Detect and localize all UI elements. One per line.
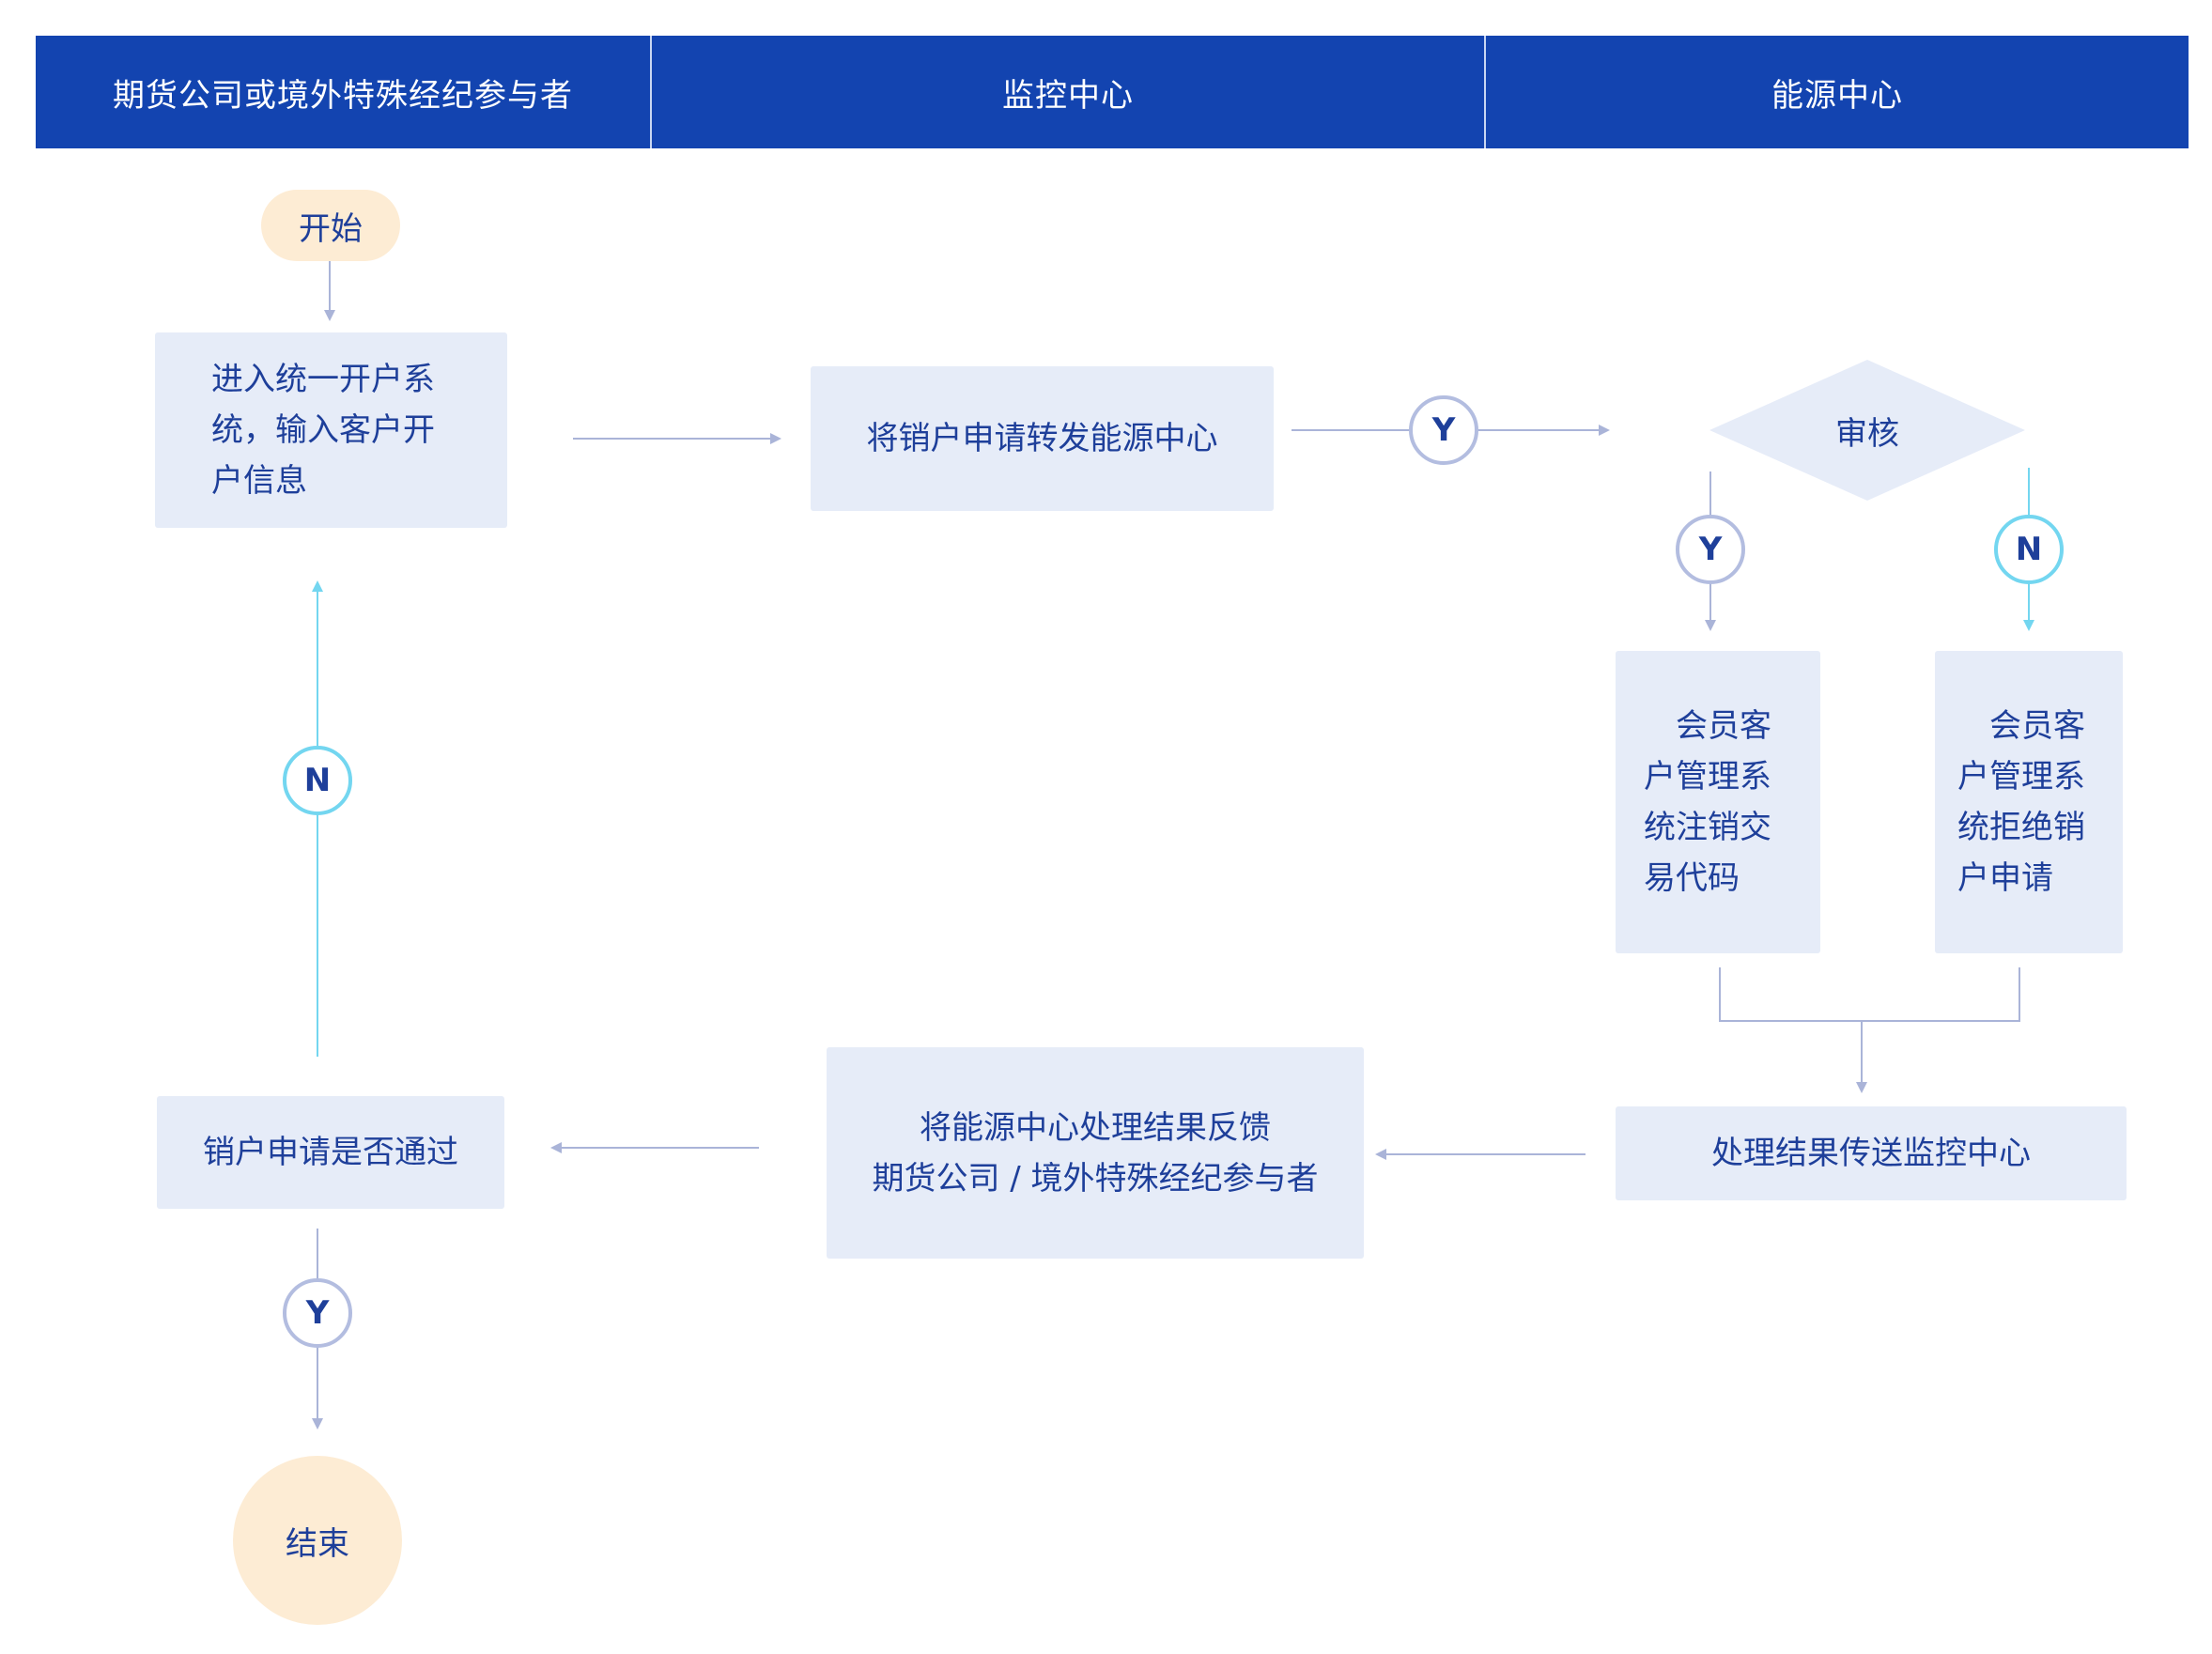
feedback-box: 将能源中心处理结果反馈 期货公司 / 境外特殊经纪参与者 [827, 1047, 1364, 1259]
no-badge-loop: N [283, 746, 352, 815]
swimlane-header: 期货公司或境外特殊经纪参与者 监控中心 能源中心 [36, 36, 2189, 148]
passed-decision-text: 销户申请是否通过 [203, 1134, 458, 1171]
yes-badge-review: Y [1676, 515, 1745, 584]
lane-title-futures-company: 期货公司或境外特殊经纪参与者 [113, 76, 573, 115]
no-badge-review: N [1994, 515, 2064, 584]
review-diamond-shape [1709, 360, 2025, 501]
send-result-text: 处理结果传送监控中心 [1711, 1135, 2031, 1172]
passed-decision-box: 销户申请是否通过 [157, 1096, 504, 1209]
reject-request-box: 会员客户管理系统拒绝销户申请 [1935, 651, 2123, 953]
lane-divider [1484, 36, 1486, 148]
yes-badge-end: Y [283, 1278, 352, 1348]
lane-title-monitoring-center: 监控中心 [1002, 76, 1134, 115]
forward-request-text: 将销户申请转发能源中心 [866, 420, 1218, 457]
yes-badge-forward: Y [1409, 395, 1478, 465]
enter-account-system-text: 进入统一开户系统，输入客户开户信息 [211, 361, 435, 500]
send-result-box: 处理结果传送监控中心 [1616, 1106, 2127, 1200]
forward-request-box: 将销户申请转发能源中心 [811, 366, 1274, 511]
cancel-trading-code-box: 会员客户管理系统注销交易代码 [1616, 651, 1820, 953]
start-node: 开始 [261, 190, 400, 261]
feedback-text-line2: 期货公司 / 境外特殊经纪参与者 [872, 1159, 1319, 1198]
end-node: 结束 [233, 1456, 402, 1625]
enter-account-system-box: 进入统一开户系统，输入客户开户信息 [155, 332, 507, 528]
feedback-text-line1: 将能源中心处理结果反馈 [920, 1108, 1271, 1147]
lane-title-energy-center: 能源中心 [1771, 76, 1903, 115]
reject-request-text: 会员客户管理系统拒绝销户申请 [1957, 707, 2085, 897]
merge-bracket [1719, 967, 2020, 1022]
review-decision: 审核 [1709, 360, 2025, 501]
lane-divider [650, 36, 652, 148]
review-text: 审核 [1835, 414, 1899, 453]
cancel-trading-code-text: 会员客户管理系统注销交易代码 [1644, 707, 1771, 897]
